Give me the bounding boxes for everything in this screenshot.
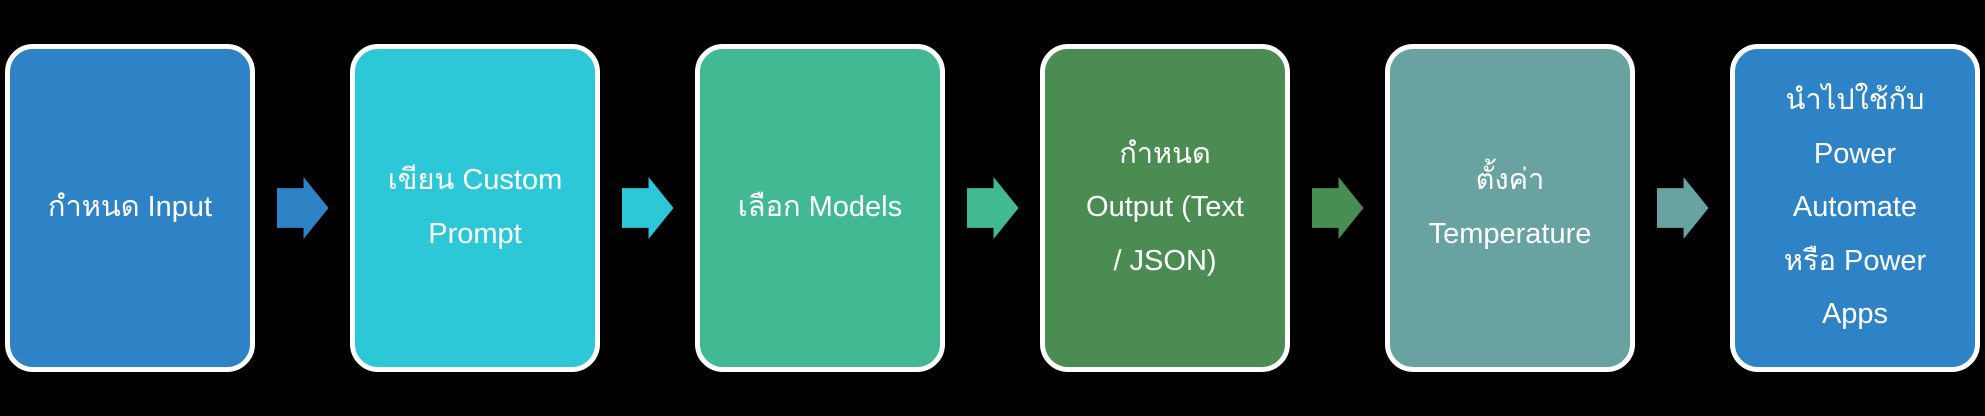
arrow-right-icon: [1656, 177, 1709, 239]
flow-step-4-label: กำหนด Output (Text / JSON): [1086, 137, 1244, 277]
flow-step-4: กำหนด Output (Text / JSON): [1040, 44, 1290, 372]
arrow-right-icon: [276, 177, 329, 239]
flow-arrow-3: [966, 177, 1019, 239]
flow-step-2: เขียน Custom Prompt: [350, 44, 600, 372]
flow-step-5: ตั้งค่า Temperature: [1385, 44, 1635, 372]
arrow-right-icon: [966, 177, 1019, 239]
flow-step-2-label: เขียน Custom Prompt: [387, 164, 563, 250]
flow-arrow-2: [621, 177, 674, 239]
flow-arrow-1: [276, 177, 329, 239]
flow-step-1-label: กำหนด Input: [47, 191, 213, 224]
flow-step-3-label: เลือก Models: [737, 191, 903, 224]
flow-step-5-label: ตั้งค่า Temperature: [1428, 164, 1592, 250]
flow-arrow-5: [1656, 177, 1709, 239]
arrow-right-icon: [1311, 177, 1364, 239]
arrow-right-icon: [621, 177, 674, 239]
flow-step-1: กำหนด Input: [5, 44, 255, 372]
flow-step-6-label: นำไปใช้กับ Power Automate หรือ Power App…: [1783, 83, 1927, 331]
flow-step-6: นำไปใช้กับ Power Automate หรือ Power App…: [1730, 44, 1980, 372]
flow-step-3: เลือก Models: [695, 44, 945, 372]
flow-arrow-4: [1311, 177, 1364, 239]
